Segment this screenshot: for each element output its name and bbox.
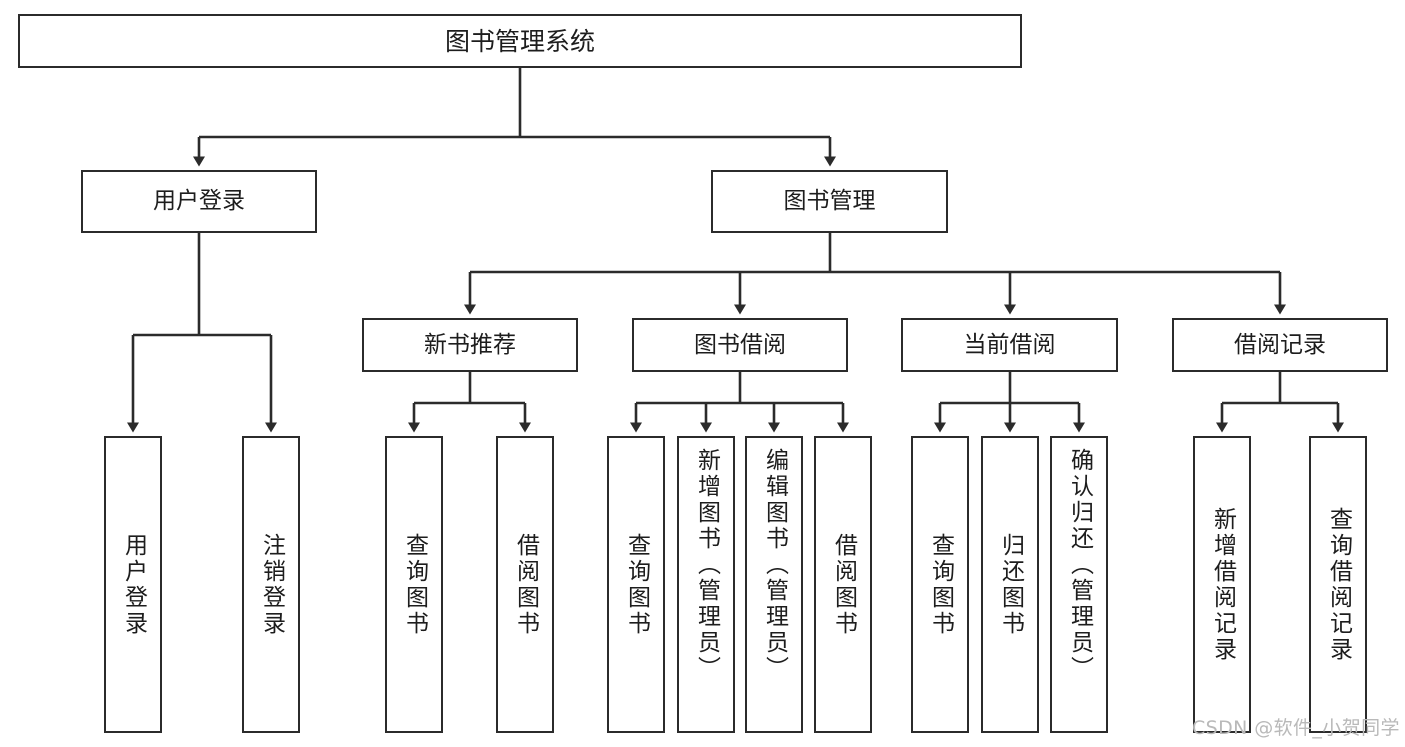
leaf-book-borrow-add[interactable]: 新增图书（管理员）: [677, 436, 735, 733]
node-new-book-recommend-label: 新书推荐: [424, 331, 516, 358]
node-current-borrow[interactable]: 当前借阅: [901, 318, 1118, 372]
leaf-book-borrow-borrow[interactable]: 借阅图书: [814, 436, 872, 733]
leaf-new-book-borrow[interactable]: 借阅图书: [496, 436, 554, 733]
leaf-book-borrow-edit[interactable]: 编辑图书（管理员）: [745, 436, 803, 733]
leaf-current-borrow-return[interactable]: 归还图书: [981, 436, 1039, 733]
leaf-current-borrow-confirm-return[interactable]: 确认归还（管理员）: [1050, 436, 1108, 733]
node-new-book-recommend[interactable]: 新书推荐: [362, 318, 578, 372]
csdn-watermark: CSDN @软件_小贺同学: [1192, 717, 1400, 739]
node-book-borrow-label: 图书借阅: [694, 331, 786, 358]
leaf-new-book-query[interactable]: 查询图书: [385, 436, 443, 733]
leaf-label: 用户登录: [120, 532, 147, 637]
leaf-label: 新增图书（管理员）: [693, 448, 720, 682]
node-user-login[interactable]: 用户登录: [81, 170, 317, 233]
leaf-label: 新增借阅记录: [1209, 506, 1236, 663]
leaf-label: 查询图书: [401, 532, 428, 637]
leaf-label: 归还图书: [997, 532, 1024, 637]
leaf-user-login-login[interactable]: 用户登录: [104, 436, 162, 733]
leaf-label: 借阅图书: [830, 532, 857, 637]
leaf-label: 注销登录: [258, 532, 285, 637]
node-borrow-record-label: 借阅记录: [1234, 331, 1326, 358]
leaf-label: 查询借阅记录: [1325, 506, 1352, 663]
leaf-label: 借阅图书: [512, 532, 539, 637]
node-borrow-record[interactable]: 借阅记录: [1172, 318, 1388, 372]
node-book-management[interactable]: 图书管理: [711, 170, 948, 233]
leaf-label: 编辑图书（管理员）: [761, 448, 788, 682]
leaf-label: 确认归还（管理员）: [1066, 448, 1093, 682]
node-book-borrow[interactable]: 图书借阅: [632, 318, 848, 372]
leaf-borrow-record-query[interactable]: 查询借阅记录: [1309, 436, 1367, 733]
leaf-user-login-logout[interactable]: 注销登录: [242, 436, 300, 733]
leaf-label: 查询图书: [927, 532, 954, 637]
node-root-system[interactable]: 图书管理系统: [18, 14, 1022, 68]
leaf-current-borrow-query[interactable]: 查询图书: [911, 436, 969, 733]
leaf-label: 查询图书: [623, 532, 650, 637]
node-user-login-label: 用户登录: [153, 188, 245, 215]
leaf-borrow-record-add[interactable]: 新增借阅记录: [1193, 436, 1251, 733]
node-root-label: 图书管理系统: [444, 26, 595, 56]
node-current-borrow-label: 当前借阅: [963, 331, 1056, 358]
leaf-book-borrow-query[interactable]: 查询图书: [607, 436, 665, 733]
node-book-management-label: 图书管理: [783, 188, 876, 215]
